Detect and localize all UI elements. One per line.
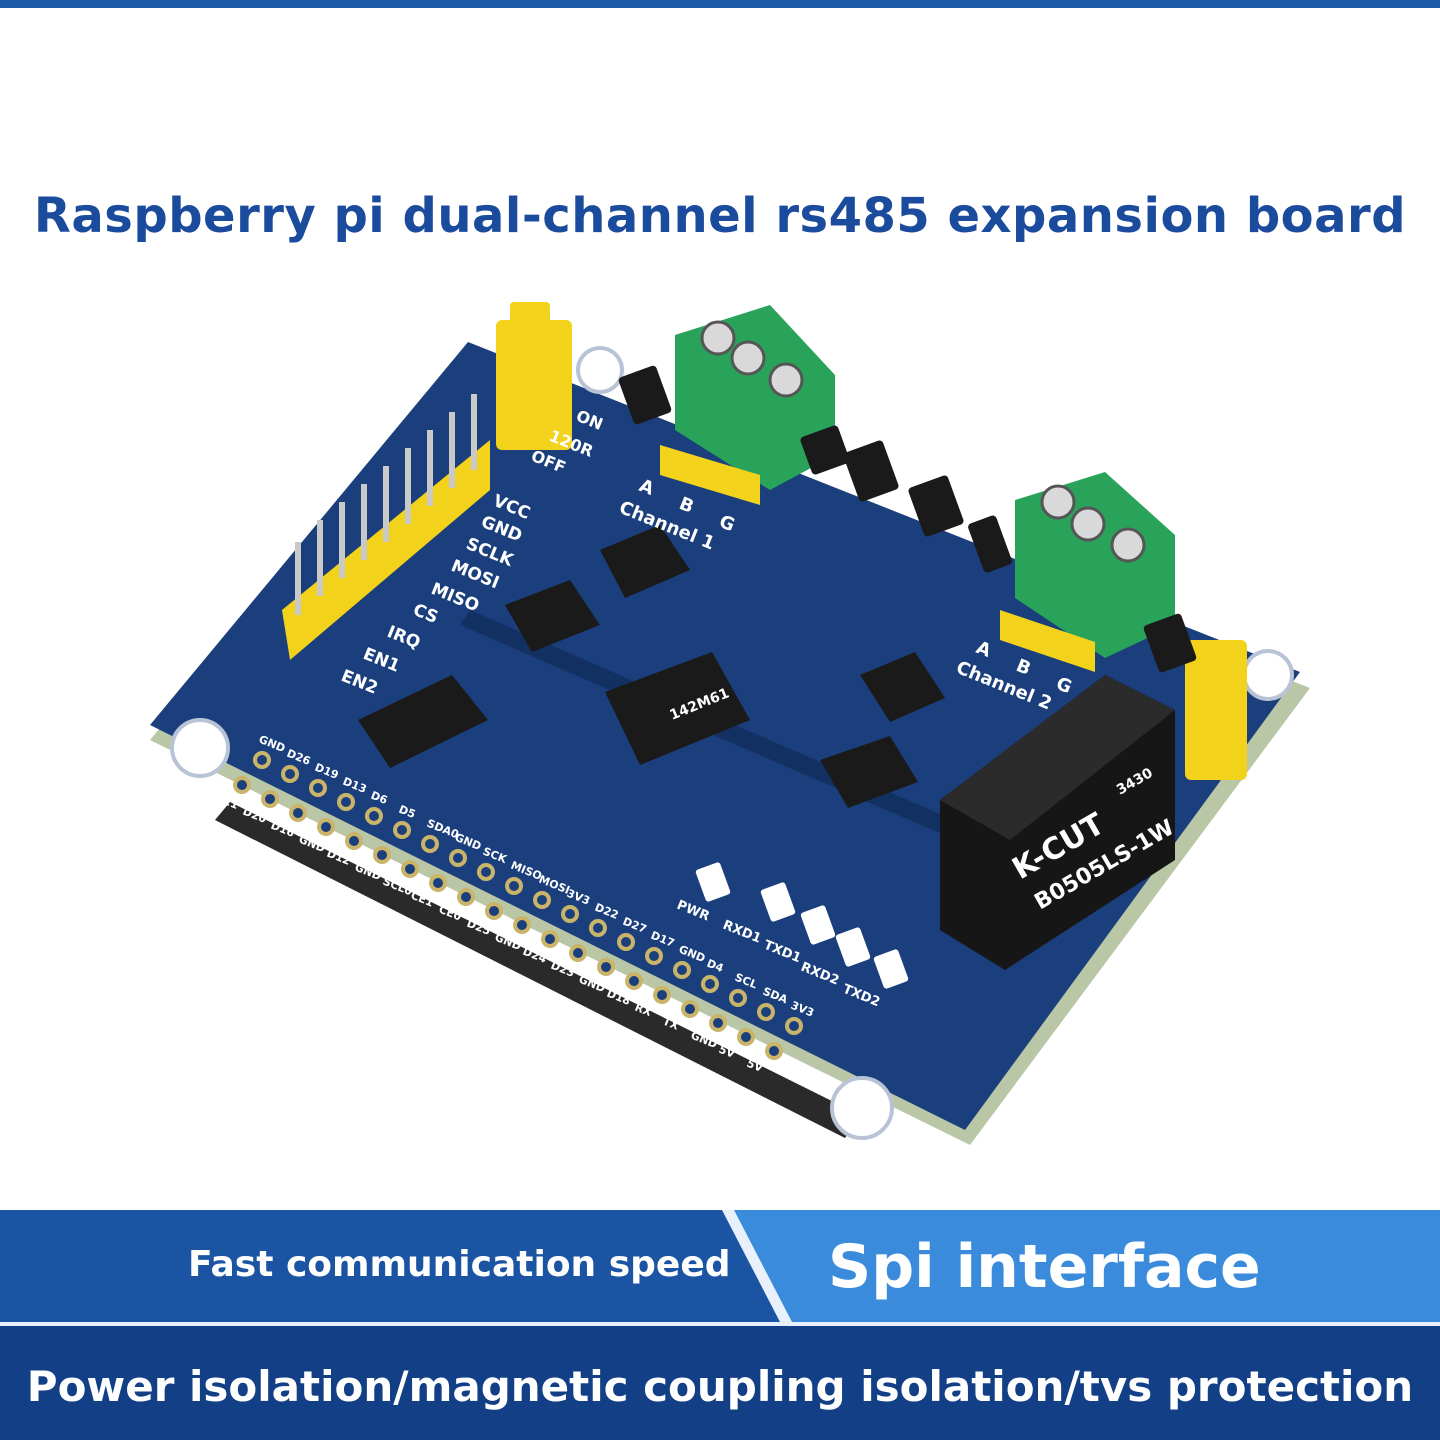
header-pin-label: RX <box>633 1001 654 1020</box>
header-underside <box>215 802 860 1138</box>
led <box>835 927 871 967</box>
header-pin-label: 5V <box>717 1043 737 1061</box>
banner-bottom-panel <box>0 1322 1440 1440</box>
ic-opto-1 <box>505 580 600 652</box>
led <box>695 862 731 902</box>
product-photo: K-CUT B0505LS-1W 3430 VCC GND SCLK MOSI … <box>150 302 1310 1145</box>
feature-speed: Fast communication speed <box>188 1244 731 1285</box>
header-pin-label: D6 <box>369 789 390 807</box>
jumper-top <box>496 302 572 450</box>
mounting-hole <box>1242 649 1294 701</box>
smd-fet <box>1143 613 1197 673</box>
gpio-holes <box>233 751 803 1060</box>
header-pin-label: D4 <box>705 957 726 975</box>
ch2-pin-g: G <box>1053 673 1075 698</box>
smd-fet <box>618 365 672 425</box>
led <box>760 882 796 922</box>
status-leds <box>695 862 909 989</box>
feature-spi: Spi interface <box>828 1232 1261 1302</box>
header-body <box>282 440 490 660</box>
terminal-block-1 <box>660 305 835 505</box>
smd-fet <box>908 475 964 537</box>
smd-fet <box>843 440 899 502</box>
header-pin-label: 5V <box>745 1057 765 1075</box>
feature-banner: Fast communication speed Spi interface P… <box>0 1210 1440 1440</box>
ic-uart <box>358 675 488 768</box>
jumper-right <box>1185 640 1247 780</box>
mounting-hole <box>576 346 624 394</box>
smd-fet <box>800 425 850 475</box>
ic-isolator <box>605 652 750 765</box>
led <box>800 905 836 945</box>
feature-isolation: Power isolation/magnetic coupling isolat… <box>26 1362 1414 1411</box>
page-title: Raspberry pi dual-channel rs485 expansio… <box>33 188 1407 244</box>
header-pins <box>295 394 477 615</box>
ic-transceiver-1 <box>600 525 690 598</box>
ic-opto-2 <box>820 736 918 808</box>
led <box>873 949 909 989</box>
header-pin-label: D5 <box>397 803 417 821</box>
header-pin-label: TX <box>661 1015 681 1033</box>
terminal-block-2 <box>1000 472 1175 672</box>
ch1-pin-g: G <box>716 511 738 536</box>
smd-fet <box>968 515 1012 573</box>
top-rule <box>0 0 1440 8</box>
banner-right-panel <box>728 1210 1440 1322</box>
mounting-hole <box>170 718 230 778</box>
mounting-hole <box>830 1076 894 1140</box>
mounting-holes <box>170 346 1294 1140</box>
ic-transceiver-2 <box>860 652 945 722</box>
left-pin-header <box>282 394 490 660</box>
ic-chips <box>358 365 1197 808</box>
